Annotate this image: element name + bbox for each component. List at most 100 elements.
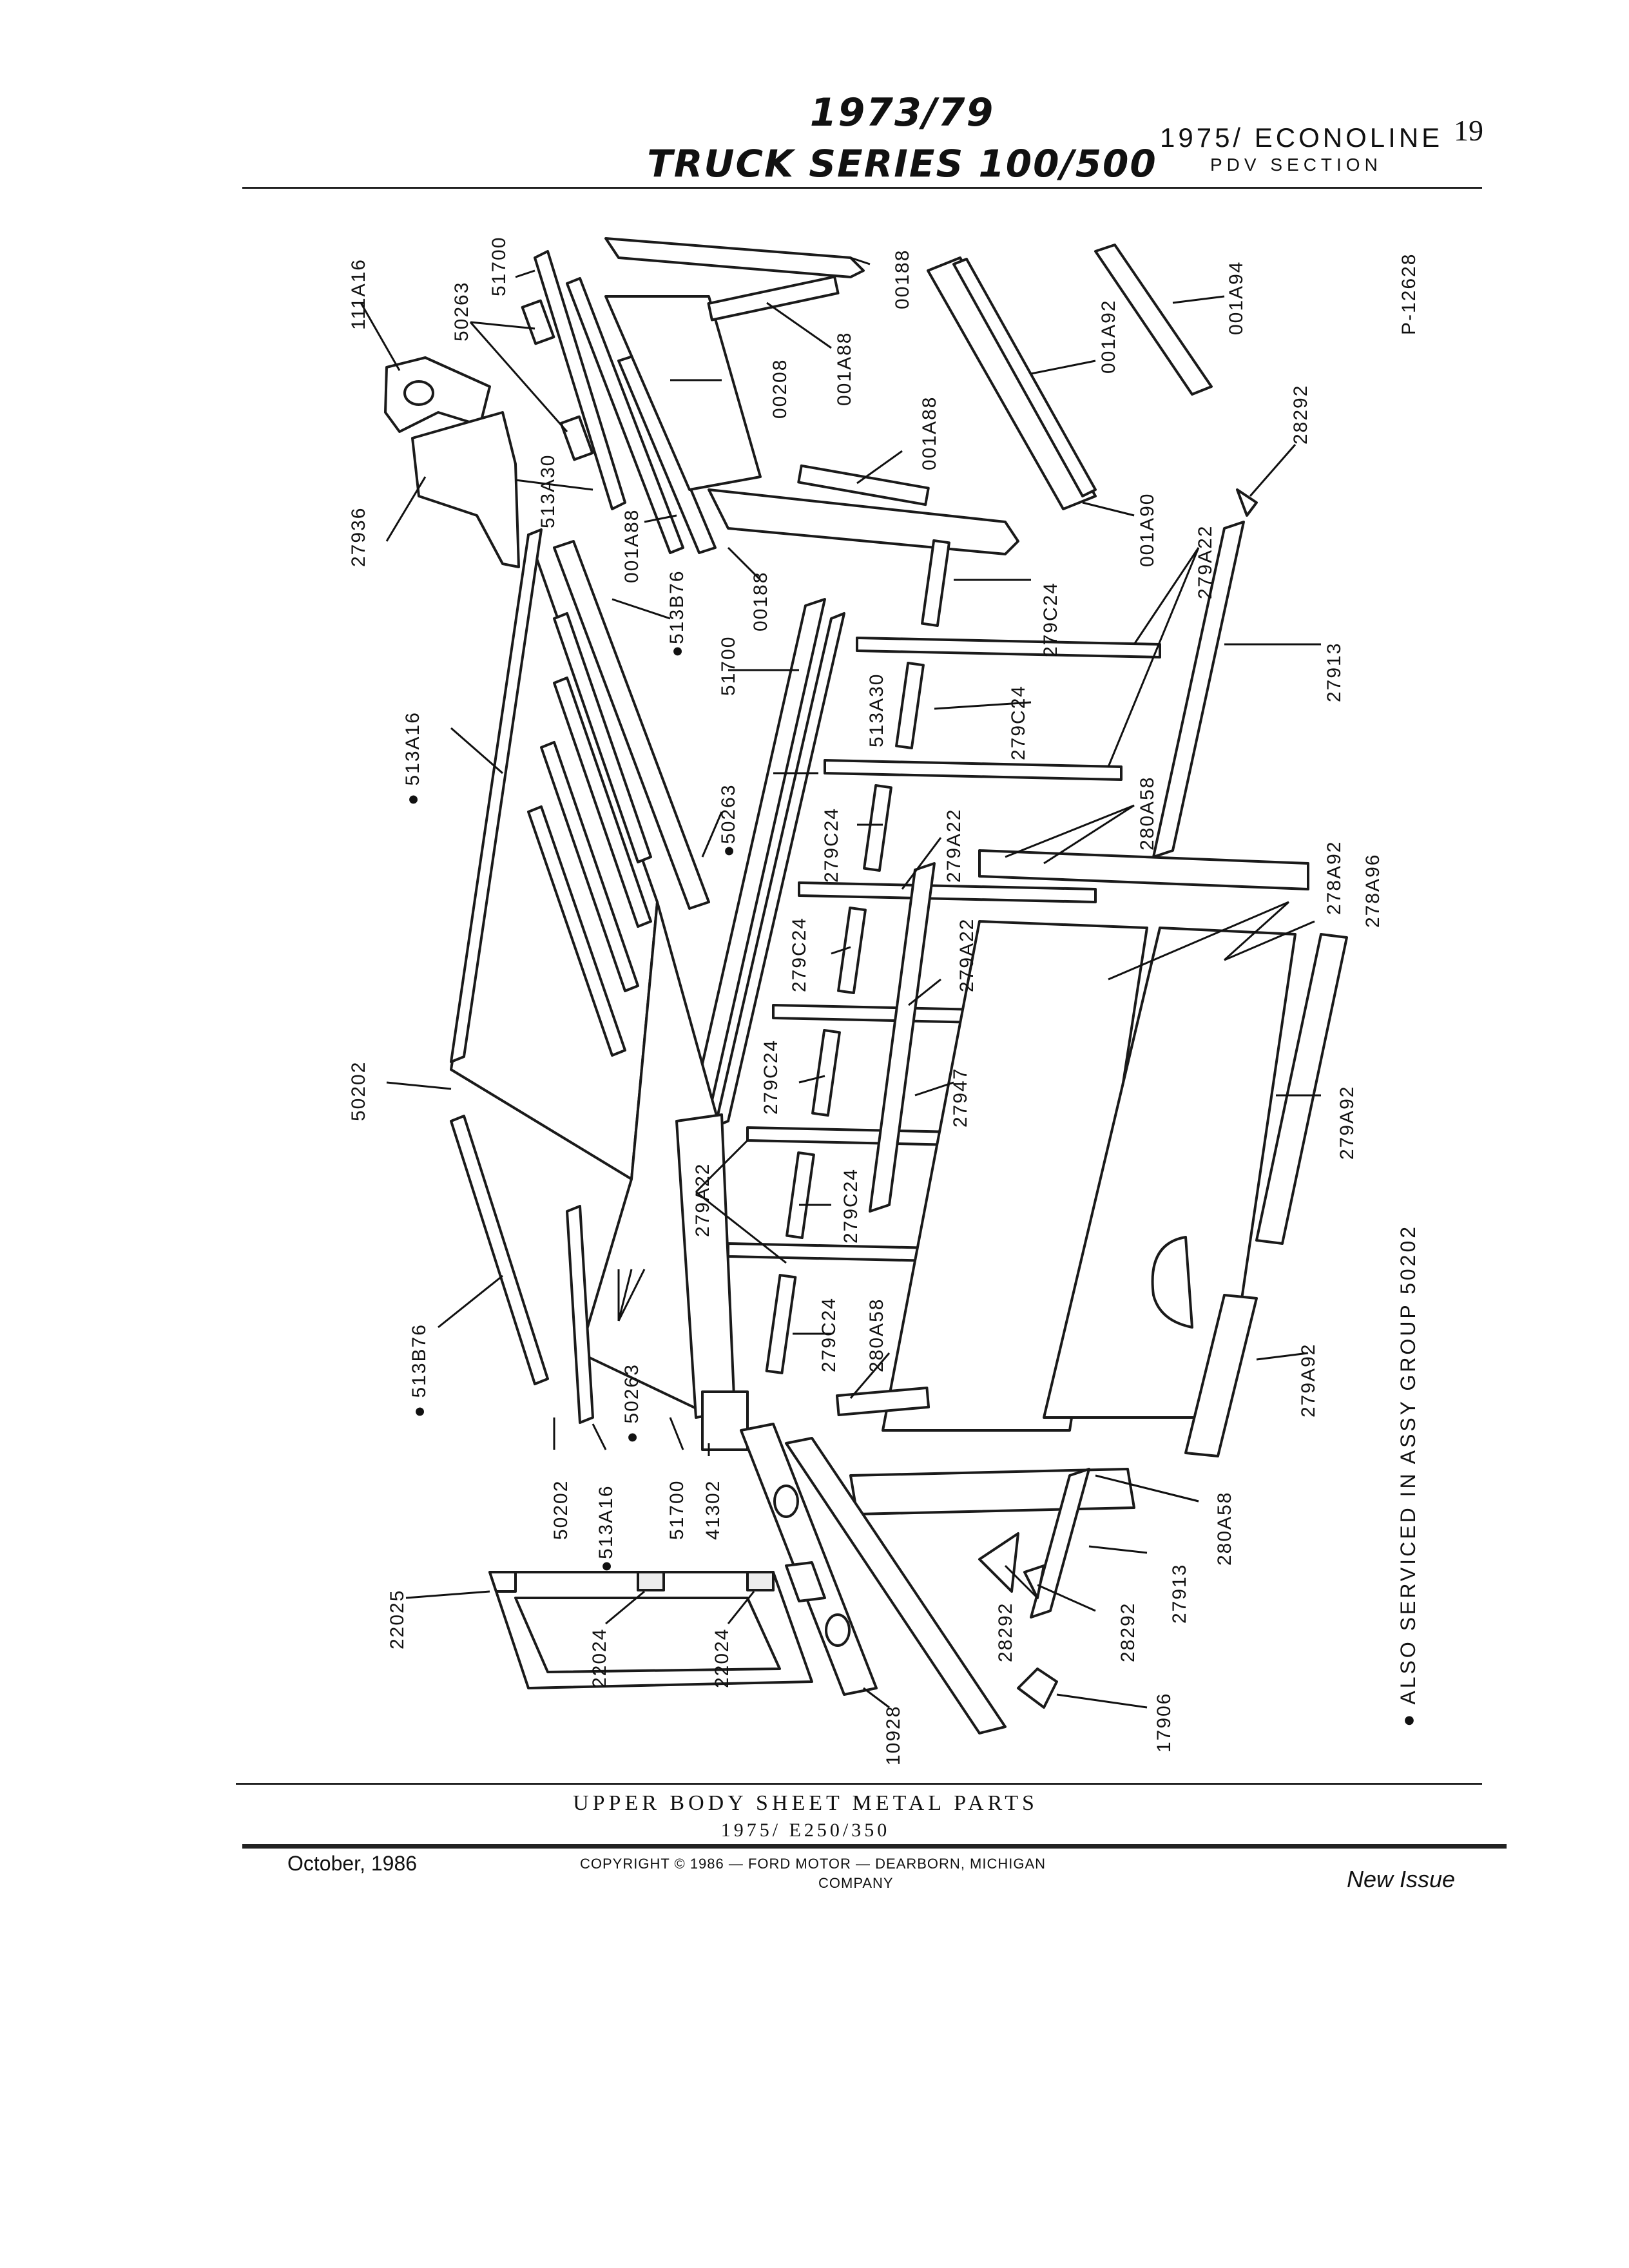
exploded-parts-diagram: 111A16 27936 50263 51700 513A30 001A88 0… [348,236,1420,1765]
footer-thick-rule [242,1844,1507,1849]
part-27947-bar [869,862,936,1213]
part-drawings [384,237,1348,1735]
label-27913-bottom: 27913 [1169,1564,1190,1624]
label-51700-top: 51700 [488,236,510,296]
footer-top-rule [236,1783,1482,1785]
part-279A92-channel-a [1255,933,1348,1245]
part-513A30-rail [566,277,684,554]
title-year: 1973/79 [809,90,995,135]
label-27913-top: 27913 [1324,642,1345,702]
part-278A96-wheel-cutout [1151,1236,1193,1329]
part-10928-hole-a [773,1485,799,1518]
part-22024-pad-a [637,1571,665,1591]
part-513A16-rail-left [450,528,543,1063]
label-22024-right: 22024 [711,1628,733,1688]
part-28292-gusset-c [1023,1564,1045,1599]
part-floor-ribs [527,612,652,1057]
part-50263-clip-a [521,299,555,345]
label-279C24-c: 279C24 [821,807,842,883]
caption-title: UPPER BODY SHEET METAL PARTS [573,1791,1038,1815]
label-280A58-top: 280A58 [1137,776,1158,850]
part-51700-center-rail [688,598,826,1122]
caption-model: 1975/ E250/350 [720,1820,891,1841]
header-rule [242,187,1482,189]
part-17906-bracket [1017,1667,1058,1709]
part-00188-lower [708,488,1019,555]
leader-lines [360,256,1321,1709]
part-22024-pad-b [746,1571,775,1591]
label-27936: 27936 [348,507,369,567]
label-10928: 10928 [883,1706,904,1765]
label-279A22-b: 279A22 [943,809,965,883]
part-41302-end [701,1390,749,1451]
part-22025-frame-inner [514,1597,781,1673]
part-111A16-hole [403,380,434,406]
label-513A16-top: ● 513A16 [402,711,423,805]
part-00208-panel [604,295,762,491]
label-280A58-mid: 280A58 [866,1298,887,1372]
label-279A22-c: 279A22 [956,918,978,992]
label-513A30-center: 513A30 [866,673,887,747]
label-280A58-bottom: 280A58 [1214,1492,1235,1566]
label-279A92-lower: 279A92 [1298,1343,1319,1418]
part-513B76-rail-top [553,540,710,910]
part-001A88-rail [617,354,717,554]
label-50263-top: 50263 [451,282,472,341]
label-513A30-top: 513A30 [537,454,559,528]
part-28292-gusset-a [1236,488,1258,517]
label-28292-top: 28292 [1290,385,1311,445]
label-22025: 22025 [387,1590,408,1649]
part-50263-clip-b [559,415,594,461]
label-279A22-a: 279A22 [1195,525,1216,599]
part-27913-lower [849,1468,1135,1515]
label-513B76-bottom: ● 513B76 [409,1323,430,1418]
part-513A30-center [714,612,845,1128]
label-279A22-d: 279A22 [692,1163,713,1237]
part-001A90-member [952,258,1097,497]
label-279C24-e: 279C24 [760,1039,782,1115]
label-50263-center: ●50263 [718,783,739,857]
model-title: 1975/ ECONOLINE [1160,122,1443,153]
part-001A94-channel [1094,244,1213,396]
label-001A88-upper: 001A88 [834,332,855,406]
label-22024-left: 22024 [589,1628,610,1688]
label-279C24-d: 279C24 [789,917,810,992]
label-279A92-right: 279A92 [1336,1086,1358,1160]
part-001A88-upper [707,275,840,322]
label-279C24-a: 279C24 [1040,582,1061,657]
label-00188-upper: 00188 [892,249,913,309]
label-278A92: 278A92 [1324,841,1345,915]
part-28292-gusset-b [978,1532,1019,1593]
label-28292-right: 28292 [1117,1602,1139,1662]
part-10928-hole-b [825,1613,851,1647]
part-279A92-channel-b [1184,1294,1258,1457]
part-10928-rail [785,1437,1007,1735]
part-513B76-lower-rail [450,1115,549,1385]
title-series: TRUCK SERIES 100/500 [647,142,1157,186]
part-plate-small [785,1561,826,1602]
label-001A88-mid: 001A88 [919,396,940,470]
label-001A90: 001A90 [1137,493,1158,567]
label-513B76-top: ●513B76 [666,570,688,657]
copyright-line: COPYRIGHT © 1986 — FORD MOTOR — DEARBORN… [580,1856,1046,1872]
label-279C24-b: 279C24 [1008,685,1029,760]
part-513A16-lower-rail [566,1205,594,1424]
label-50202-left: 50202 [348,1061,369,1121]
assembly-footnote: ● ALSO SERVICED IN ASSY GROUP 50202 [1396,1224,1420,1727]
label-001A92-top: 001A92 [1098,300,1119,374]
issue-date: October, 1986 [287,1852,418,1875]
label-001A88-left: 001A88 [621,509,642,583]
part-27913-bar [1152,521,1245,858]
copyright-company: COMPANY [818,1875,894,1891]
label-51700-bottom: 51700 [666,1480,688,1540]
label-27947: 27947 [950,1068,971,1128]
part-51700-rail [534,250,626,510]
label-279C24-f: 279C24 [840,1168,862,1244]
callout-labels: 111A16 27936 50263 51700 513A30 001A88 0… [348,236,1420,1765]
part-280A58-lower [835,1386,930,1417]
page-number: 19 [1454,114,1483,147]
part-001A88-mid [797,464,930,506]
section-title: PDV SECTION [1210,155,1382,175]
label-51700-center: 51700 [718,636,739,696]
label-00208: 00208 [769,359,791,419]
